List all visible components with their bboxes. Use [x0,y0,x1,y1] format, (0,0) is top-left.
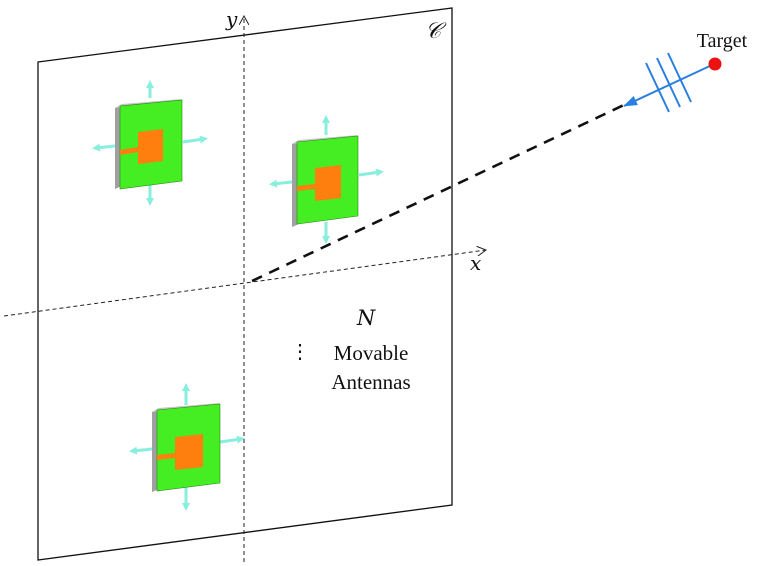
antenna-count-label: N [356,306,376,330]
antennas-line2: Antennas [331,370,410,394]
antenna-2-feedline [297,184,315,191]
ellipsis-mark: ⋮ [290,341,310,363]
incoming-wave [623,52,713,113]
antenna-3-arrows [129,383,245,511]
x-axis-label: x [470,251,481,275]
antenna-1 [92,80,208,206]
antenna-2-radiator [315,165,341,201]
antenna-3 [129,383,245,511]
y-axis-label: y [225,7,238,31]
antenna-1-radiator [138,129,163,164]
antenna-1-arrows [92,80,208,206]
antennas-line1: Movable [334,341,409,365]
antenna-2 [269,115,384,244]
line-of-sight [251,102,627,283]
target-label: Target [697,30,748,52]
antenna-2-arrows [269,115,384,244]
plane-c [37,7,453,561]
target-dot [708,57,722,71]
antenna-3-feedline [157,453,175,460]
antenna-3-radiator [175,434,203,470]
antenna-1-feedline [120,147,138,155]
